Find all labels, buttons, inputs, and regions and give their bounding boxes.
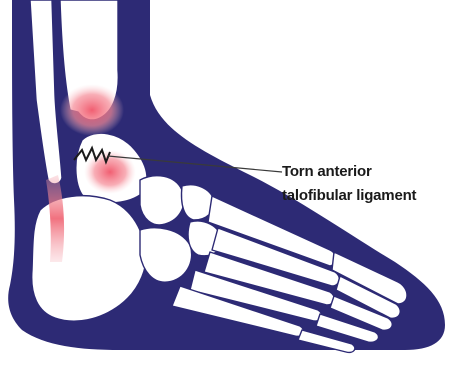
callout-line-1: Torn anterior	[282, 160, 416, 184]
ligament-callout-label: Torn anterior talofibular ligament	[282, 160, 416, 208]
navicular-bone	[140, 176, 184, 225]
upper-ligament-glow	[60, 84, 124, 136]
callout-line-2: talofibular ligament	[282, 184, 416, 208]
